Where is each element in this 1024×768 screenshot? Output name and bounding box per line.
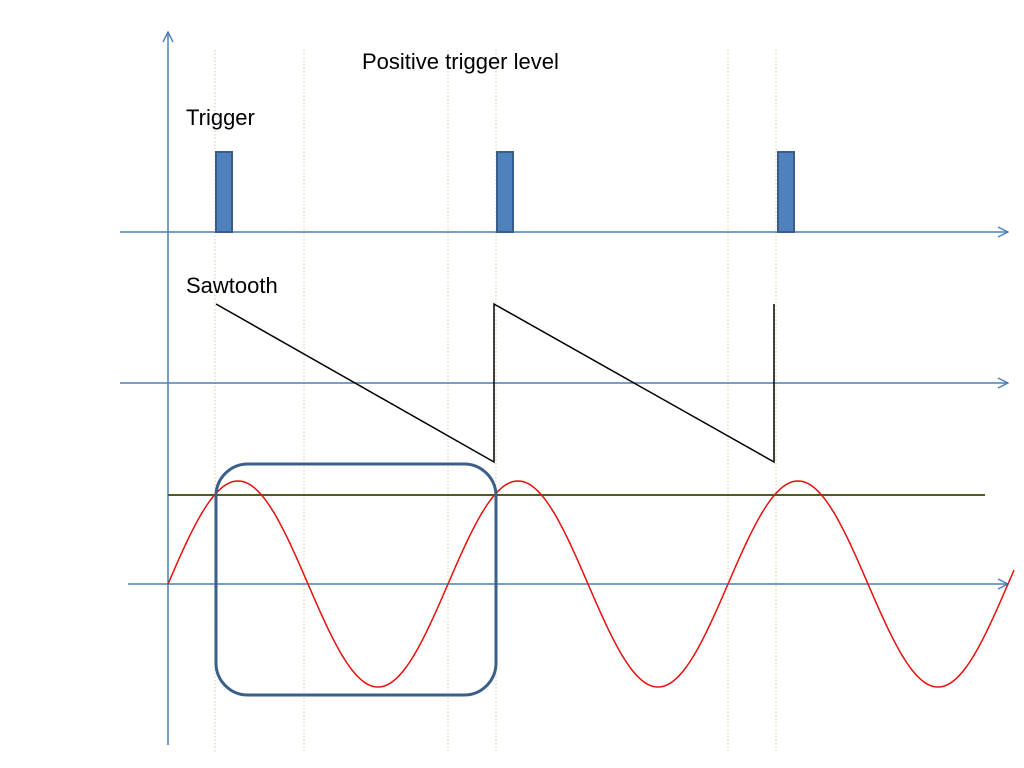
trigger-level-label: Positive trigger level <box>362 49 559 74</box>
trigger-pulse <box>215 151 233 233</box>
sawtooth-label: Sawtooth <box>186 273 278 298</box>
sine-wave <box>167 480 1015 688</box>
display-window-box <box>214 462 498 697</box>
trigger-pulse <box>496 151 514 233</box>
sawtooth-wave <box>215 302 775 464</box>
axes <box>120 32 1008 745</box>
trigger-pulses <box>215 151 795 233</box>
trigger-pulse <box>777 151 795 233</box>
trigger-label: Trigger <box>186 105 255 130</box>
